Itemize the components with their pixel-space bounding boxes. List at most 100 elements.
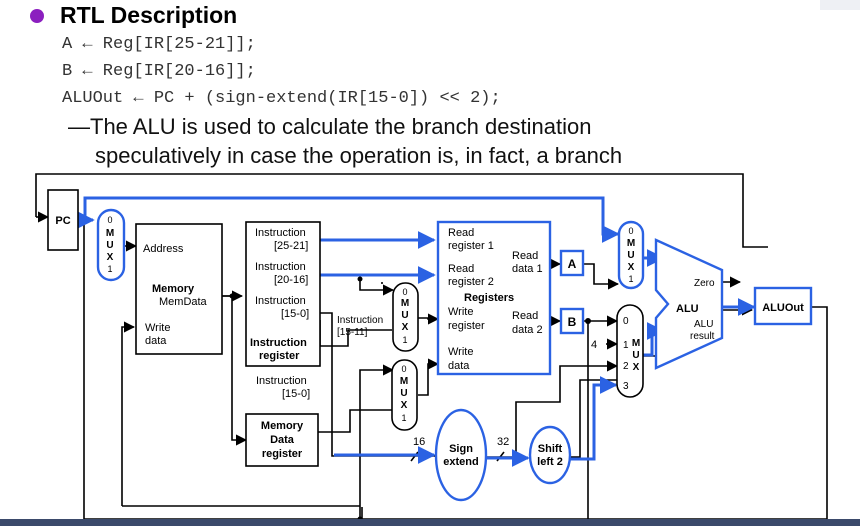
note-line-1: —The ALU is used to calculate the branch… bbox=[68, 114, 592, 139]
regs-read-reg2-b: register 2 bbox=[448, 276, 494, 288]
bits-16-label: 16 bbox=[413, 436, 425, 448]
ir-range-25-21: [25-21] bbox=[274, 240, 308, 252]
mux-letter-x: X bbox=[628, 262, 635, 273]
mux-in1-label: 1 bbox=[628, 274, 633, 284]
rtl-line-3: ALUOut ← PC + (sign-extend(IR[15-0]) << … bbox=[62, 89, 501, 108]
regs-write-reg-b: register bbox=[448, 320, 485, 332]
mux-in0-label: 0 bbox=[402, 287, 407, 297]
memory-title: Memory bbox=[152, 283, 195, 295]
sign-extend-line-2: extend bbox=[443, 456, 478, 468]
mux-alu-b: 0 1 2 3 M U X bbox=[616, 304, 644, 398]
alu-title: ALU bbox=[676, 303, 699, 315]
top-accent-bar bbox=[820, 0, 860, 10]
regs-title: Registers bbox=[464, 292, 514, 304]
slide-title: RTL Description bbox=[60, 2, 238, 28]
alu-shape bbox=[654, 238, 724, 370]
mux-letter-m: M bbox=[401, 298, 409, 309]
ir-range-20-16: [20-16] bbox=[274, 274, 308, 286]
mux-in1-label: 1 bbox=[402, 335, 407, 345]
ir-instruction-2: Instruction bbox=[255, 261, 306, 273]
regs-write-data-a: Write bbox=[448, 346, 473, 358]
mux-letter-u: U bbox=[400, 388, 407, 399]
memory-memdata-label: MemData bbox=[159, 296, 208, 308]
mux-in1-label: 1 bbox=[401, 413, 406, 423]
mux-letter-m: M bbox=[632, 338, 640, 349]
rtl-line-1: A ← Reg[IR[25-21]]; bbox=[62, 35, 256, 54]
memory-data-label: data bbox=[145, 335, 167, 347]
shift-left-unit bbox=[528, 425, 572, 485]
mux-address: 0 M U X 1 bbox=[96, 208, 126, 282]
regs-write-data-b: data bbox=[448, 360, 470, 372]
shift-left-line-2: left 2 bbox=[537, 456, 563, 468]
mux-letter-m: M bbox=[627, 238, 635, 249]
bullet-icon bbox=[30, 8, 44, 23]
ir-wr-range: [15-11] bbox=[337, 327, 368, 338]
ir-instruction-1: Instruction bbox=[255, 227, 306, 239]
mux-in0-label: 0 bbox=[107, 215, 112, 225]
ir-instruction-b: Instruction bbox=[256, 375, 307, 387]
mdr-line-2: Data bbox=[270, 434, 295, 446]
memory-address-label: Address bbox=[143, 243, 184, 255]
rtl-line-2: B ← Reg[IR[20-16]]; bbox=[62, 62, 256, 81]
bottom-accent-bar bbox=[0, 519, 860, 526]
mux-letter-x: X bbox=[402, 322, 409, 333]
mux-letter-u: U bbox=[106, 240, 113, 251]
mux-letter-m: M bbox=[106, 228, 114, 239]
mux-alu-a: 0 M U X 1 bbox=[617, 220, 645, 290]
memory-write-label: Write bbox=[145, 322, 170, 334]
mux-letter-u: U bbox=[632, 350, 639, 361]
sign-extend-unit bbox=[434, 408, 488, 502]
constant-four: 4 bbox=[591, 339, 597, 351]
regs-read-data2-a: Read bbox=[512, 310, 538, 322]
aluout-register bbox=[753, 286, 813, 326]
sign-extend-line-1: Sign bbox=[449, 443, 473, 455]
mdr-line-1: Memory bbox=[261, 420, 304, 432]
aluout-label: ALUOut bbox=[762, 302, 804, 314]
alu-zero-label: Zero bbox=[694, 278, 715, 289]
ir-title-2: register bbox=[259, 350, 300, 362]
mux-in1-label: 1 bbox=[623, 340, 629, 351]
ir-range-b: [15-0] bbox=[282, 388, 310, 400]
mux-in0-label: 0 bbox=[628, 226, 633, 236]
pc-label: PC bbox=[55, 215, 70, 227]
mux-in3-label: 3 bbox=[623, 381, 629, 392]
register-b bbox=[559, 307, 585, 335]
bits-32-label: 32 bbox=[497, 436, 509, 448]
ir-wr-instruction: Instruction bbox=[337, 315, 383, 326]
register-file bbox=[436, 220, 552, 376]
mux-in0-label: 0 bbox=[623, 316, 629, 327]
mux-letter-x: X bbox=[633, 362, 640, 373]
regs-write-reg-a: Write bbox=[448, 306, 473, 318]
regs-read-data1-a: Read bbox=[512, 250, 538, 262]
alu-result-label-1: ALU bbox=[694, 319, 713, 330]
ir-range-15-0: [15-0] bbox=[281, 308, 309, 320]
regs-read-reg1-a: Read bbox=[448, 227, 474, 239]
mux-in1-label: 1 bbox=[107, 264, 112, 274]
regs-read-data1-b: data 1 bbox=[512, 263, 543, 275]
mux-in0-label: 0 bbox=[401, 364, 406, 374]
ir-title-1: Instruction bbox=[250, 337, 307, 349]
mux-write-register: 0 M U X 1 bbox=[392, 282, 419, 352]
title-row: RTL Description bbox=[30, 2, 237, 29]
shift-left-line-1: Shift bbox=[538, 443, 563, 455]
register-a bbox=[559, 249, 585, 277]
mux-letter-m: M bbox=[400, 376, 408, 387]
register-b-label: B bbox=[568, 315, 577, 329]
regs-read-data2-b: data 2 bbox=[512, 324, 543, 336]
mux-in2-label: 2 bbox=[623, 361, 629, 372]
mux-letter-x: X bbox=[107, 252, 114, 263]
note-line-2: speculatively in case the operation is, … bbox=[95, 143, 623, 168]
memory-block bbox=[135, 223, 223, 355]
ir-instruction-3: Instruction bbox=[255, 295, 306, 307]
mux-write-data: 0 M U X 1 bbox=[391, 359, 418, 431]
mdr-line-3: register bbox=[262, 448, 303, 460]
regs-read-reg2-a: Read bbox=[448, 263, 474, 275]
mux-letter-x: X bbox=[401, 400, 408, 411]
instruction-register bbox=[245, 221, 321, 367]
memory-data-register bbox=[245, 413, 319, 467]
mux-letter-u: U bbox=[627, 250, 634, 261]
mux-letter-u: U bbox=[401, 310, 408, 321]
regs-read-reg1-b: register 1 bbox=[448, 240, 494, 252]
